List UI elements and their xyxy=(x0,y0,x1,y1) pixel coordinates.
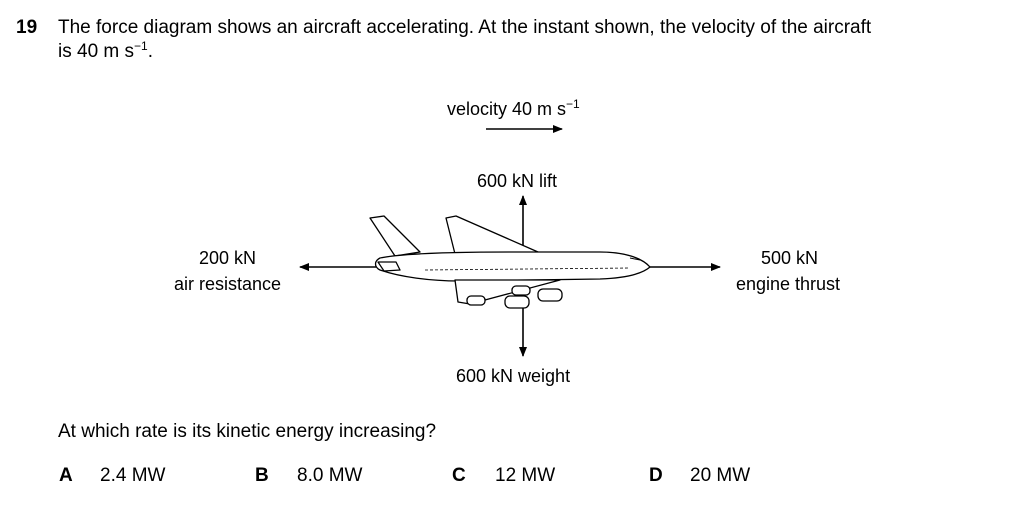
option-d-letter[interactable]: D xyxy=(649,465,663,486)
weight-label: 600 kN weight xyxy=(456,366,571,386)
aircraft-window-line xyxy=(424,267,631,271)
lift-label: 600 kN lift xyxy=(477,171,558,191)
stem-velocity-text: is 40 m s xyxy=(58,41,135,62)
engine-thrust-label: engine thrust xyxy=(735,274,841,294)
engine-thrust-value: 500 kN xyxy=(760,248,819,268)
velocity-label: velocity 40 m s−1 xyxy=(447,97,580,119)
stem-period: . xyxy=(147,41,153,62)
option-a-letter[interactable]: A xyxy=(59,465,73,486)
air-resistance-value: 200 kN xyxy=(198,248,257,268)
aircraft-icon xyxy=(369,215,651,309)
option-a-value[interactable]: 2.4 MW xyxy=(100,465,166,486)
option-d-value[interactable]: 20 MW xyxy=(690,465,751,486)
air-resistance-label: air resistance xyxy=(173,274,282,294)
option-c-letter[interactable]: C xyxy=(452,465,466,486)
question-prompt: At which rate is its kinetic energy incr… xyxy=(58,421,437,442)
option-b-value[interactable]: 8.0 MW xyxy=(297,465,363,486)
question-number: 19 xyxy=(16,17,38,38)
option-b-letter[interactable]: B xyxy=(255,465,269,486)
stem-velocity-exponent: −1 xyxy=(134,39,148,53)
cockpit-window xyxy=(629,257,641,261)
question-stem-line-1: The force diagram shows an aircraft acce… xyxy=(58,17,872,38)
question-stem-line-2: is 40 m s−1. xyxy=(58,39,153,63)
option-c-value[interactable]: 12 MW xyxy=(495,465,556,486)
